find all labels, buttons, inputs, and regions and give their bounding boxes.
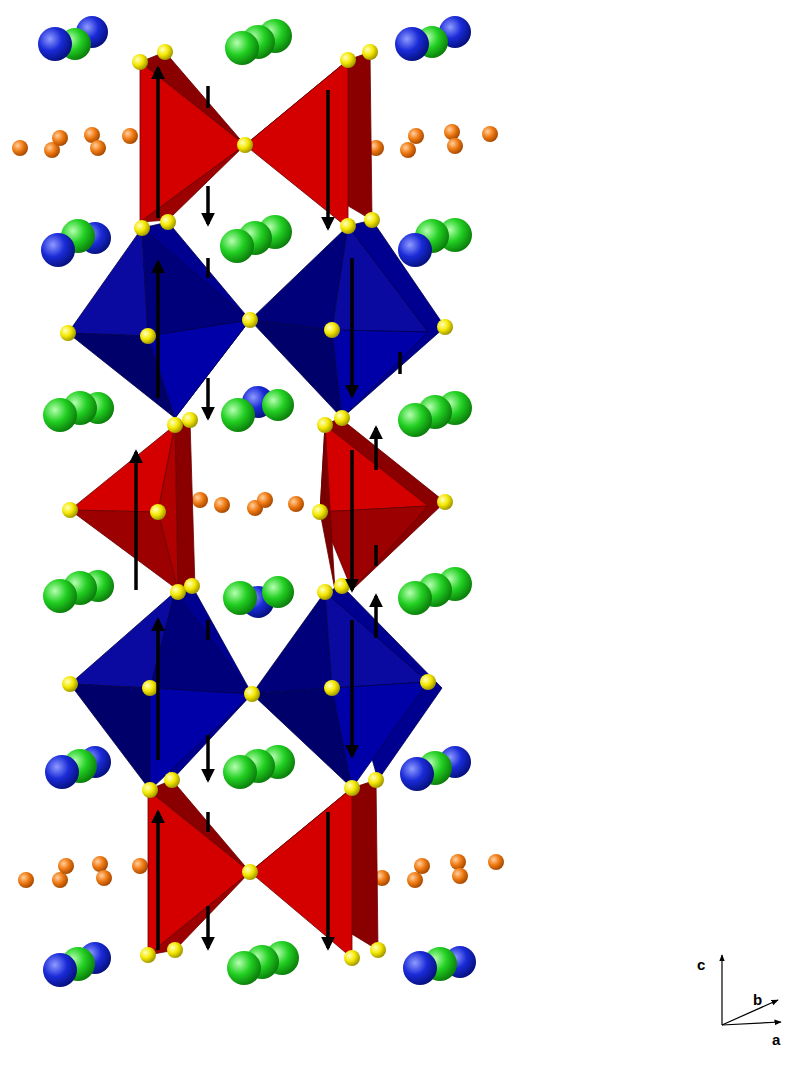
- tetrahedron: [140, 52, 372, 228]
- orange-atoms: [12, 124, 504, 888]
- cation-spheres: [38, 16, 476, 987]
- axis-label: b: [753, 992, 762, 1007]
- octahedron: [70, 586, 442, 790]
- spin-arrows: [136, 68, 400, 950]
- axis-label: c: [697, 957, 705, 972]
- tetrahedron: [70, 418, 445, 590]
- axis-triad: [722, 955, 781, 1025]
- oxygen-atoms: [60, 44, 453, 966]
- tetrahedron: [148, 780, 378, 958]
- octahedron: [68, 220, 445, 418]
- axis-label: a: [772, 1032, 780, 1047]
